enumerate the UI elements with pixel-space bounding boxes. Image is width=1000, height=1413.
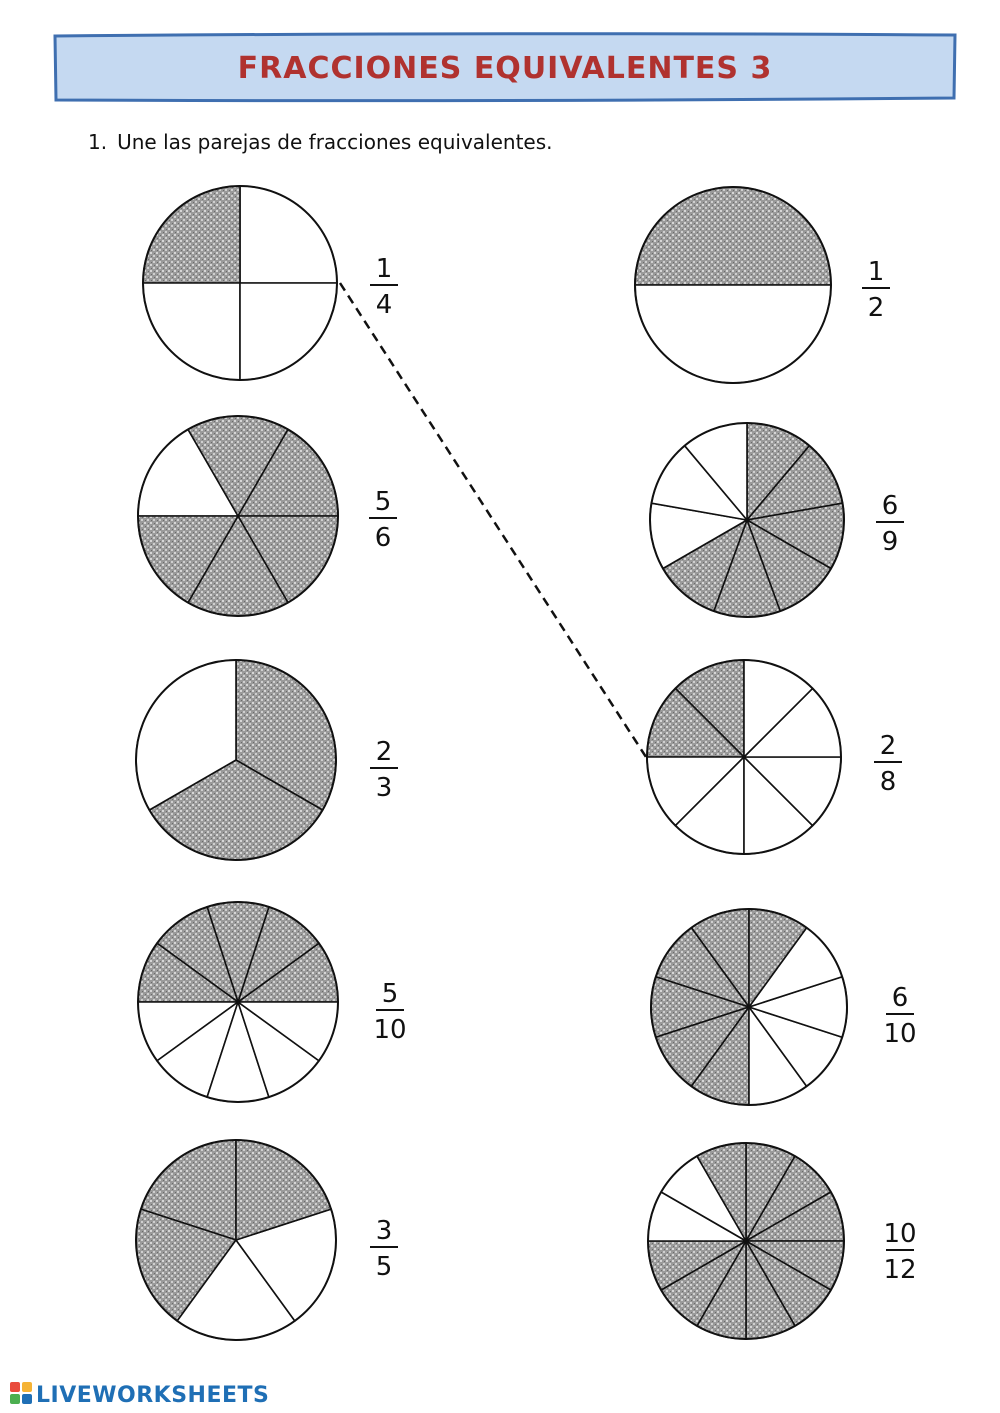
fraction-numerator: 6 [882, 491, 899, 521]
title-banner: FRACCIONES EQUIVALENTES 3 [52, 32, 958, 104]
pie-10-12[interactable] [647, 1142, 845, 1340]
fraction-denominator: 6 [375, 523, 392, 553]
shaded-sector [634, 186, 832, 286]
fraction-denominator: 8 [880, 767, 897, 797]
pie-outline [142, 185, 338, 381]
fraction-denominator: 4 [376, 290, 393, 320]
fraction-label-right: 28 [874, 731, 902, 797]
fraction-label-right: 12 [862, 257, 890, 323]
fraction-denominator: 2 [868, 293, 885, 323]
pie-outline [650, 908, 848, 1106]
sector [239, 282, 338, 381]
footer-brand: LIVEWORKSHEETS [36, 1382, 270, 1408]
fraction-denominator: 5 [376, 1252, 393, 1282]
pie-6-10[interactable] [650, 908, 848, 1106]
sector [239, 185, 338, 284]
fraction-numerator: 6 [892, 983, 909, 1013]
fraction-label-left: 35 [370, 1216, 398, 1282]
page-title: FRACCIONES EQUIVALENTES 3 [237, 50, 773, 86]
pie-outline [135, 659, 337, 861]
fraction-label-left: 510 [373, 979, 406, 1045]
fraction-denominator: 3 [376, 773, 393, 803]
pie-6-9[interactable] [649, 422, 845, 618]
pie-5-10[interactable] [137, 901, 339, 1103]
liveworksheets-logo-icon [10, 1382, 32, 1408]
sector [142, 282, 241, 381]
pie-outline [634, 186, 832, 384]
fraction-label-right: 69 [876, 491, 904, 557]
pie-3-5[interactable] [135, 1139, 337, 1341]
fraction-denominator: 9 [882, 527, 899, 557]
pie-outline [647, 1142, 845, 1340]
sector [634, 284, 832, 384]
fraction-numerator: 1 [868, 257, 885, 287]
fraction-denominator: 10 [883, 1019, 916, 1049]
fraction-denominator: 12 [883, 1255, 916, 1285]
pie-outline [137, 415, 339, 617]
fraction-label-left: 14 [370, 254, 398, 320]
pie-outline [137, 901, 339, 1103]
fraction-numerator: 3 [376, 1216, 393, 1246]
pie-outline [649, 422, 845, 618]
pie-1-2[interactable] [634, 186, 832, 384]
fraction-numerator: 2 [880, 731, 897, 761]
banner-shape [53, 32, 957, 103]
fraction-label-left: 56 [369, 487, 397, 553]
fraction-label-right: 610 [883, 983, 916, 1049]
example-match-line [338, 282, 648, 758]
pie-2-8[interactable] [646, 659, 842, 855]
pie-5-6[interactable] [137, 415, 339, 617]
instruction-text: Une las parejas de fracciones equivalent… [117, 130, 553, 154]
fraction-numerator: 5 [382, 979, 399, 1009]
pie-outline [646, 659, 842, 855]
fraction-label-left: 23 [370, 737, 398, 803]
instruction-number: 1. [88, 130, 108, 154]
fraction-numerator: 5 [375, 487, 392, 517]
fraction-numerator: 10 [883, 1219, 916, 1249]
fraction-denominator: 10 [373, 1015, 406, 1045]
instruction: 1. Une las parejas de fracciones equivale… [88, 130, 553, 154]
fraction-numerator: 1 [376, 254, 393, 284]
pie-outline [135, 1139, 337, 1341]
footer: LIVEWORKSHEETS [10, 1380, 269, 1410]
pie-1-4[interactable] [142, 185, 338, 381]
shaded-sector [142, 185, 241, 284]
fraction-numerator: 2 [376, 737, 393, 767]
pie-2-3[interactable] [135, 659, 337, 861]
